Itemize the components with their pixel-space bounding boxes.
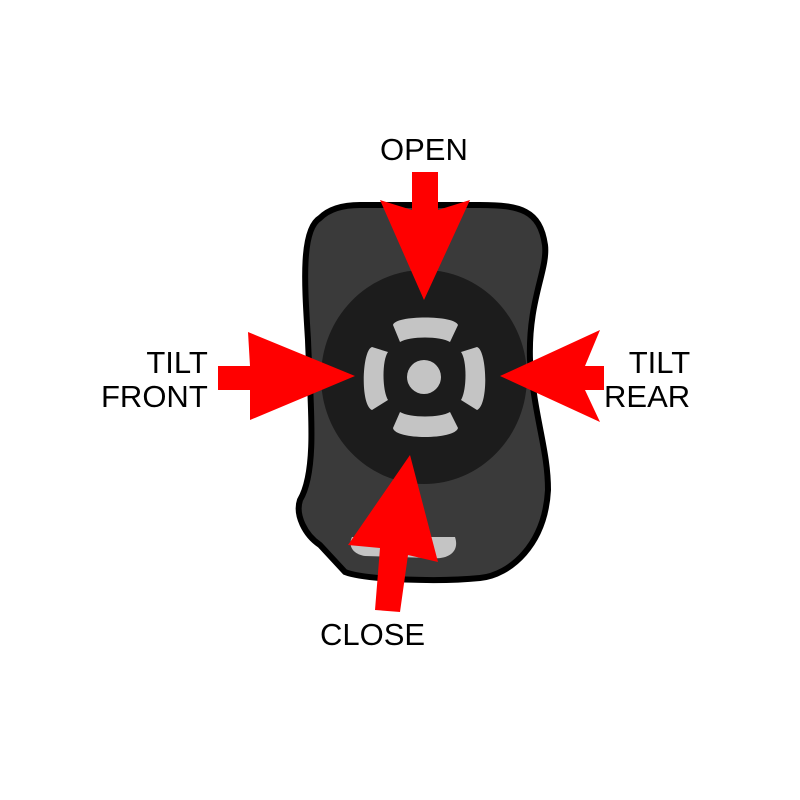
- button-down[interactable]: [393, 412, 458, 437]
- close-arrow-icon: [348, 455, 438, 612]
- tilt-front-label: TILT FRONT: [101, 346, 208, 414]
- tilt-rear-arrow-icon: [500, 330, 604, 422]
- tilt-front-line-2: FRONT: [101, 379, 208, 414]
- tilt-front-line-1: TILT: [146, 345, 208, 380]
- button-center[interactable]: [407, 360, 441, 394]
- close-label: CLOSE: [320, 617, 426, 652]
- button-left[interactable]: [363, 347, 388, 410]
- tilt-rear-line-2: REAR: [604, 379, 691, 414]
- tilt-rear-line-1: TILT: [628, 345, 691, 380]
- button-right[interactable]: [461, 347, 486, 410]
- button-up[interactable]: [393, 317, 458, 343]
- tilt-rear-label: TILT REAR: [604, 346, 690, 414]
- open-label: OPEN: [380, 132, 468, 167]
- open-arrow-icon: [380, 172, 470, 300]
- tilt-front-arrow-icon: [218, 332, 355, 420]
